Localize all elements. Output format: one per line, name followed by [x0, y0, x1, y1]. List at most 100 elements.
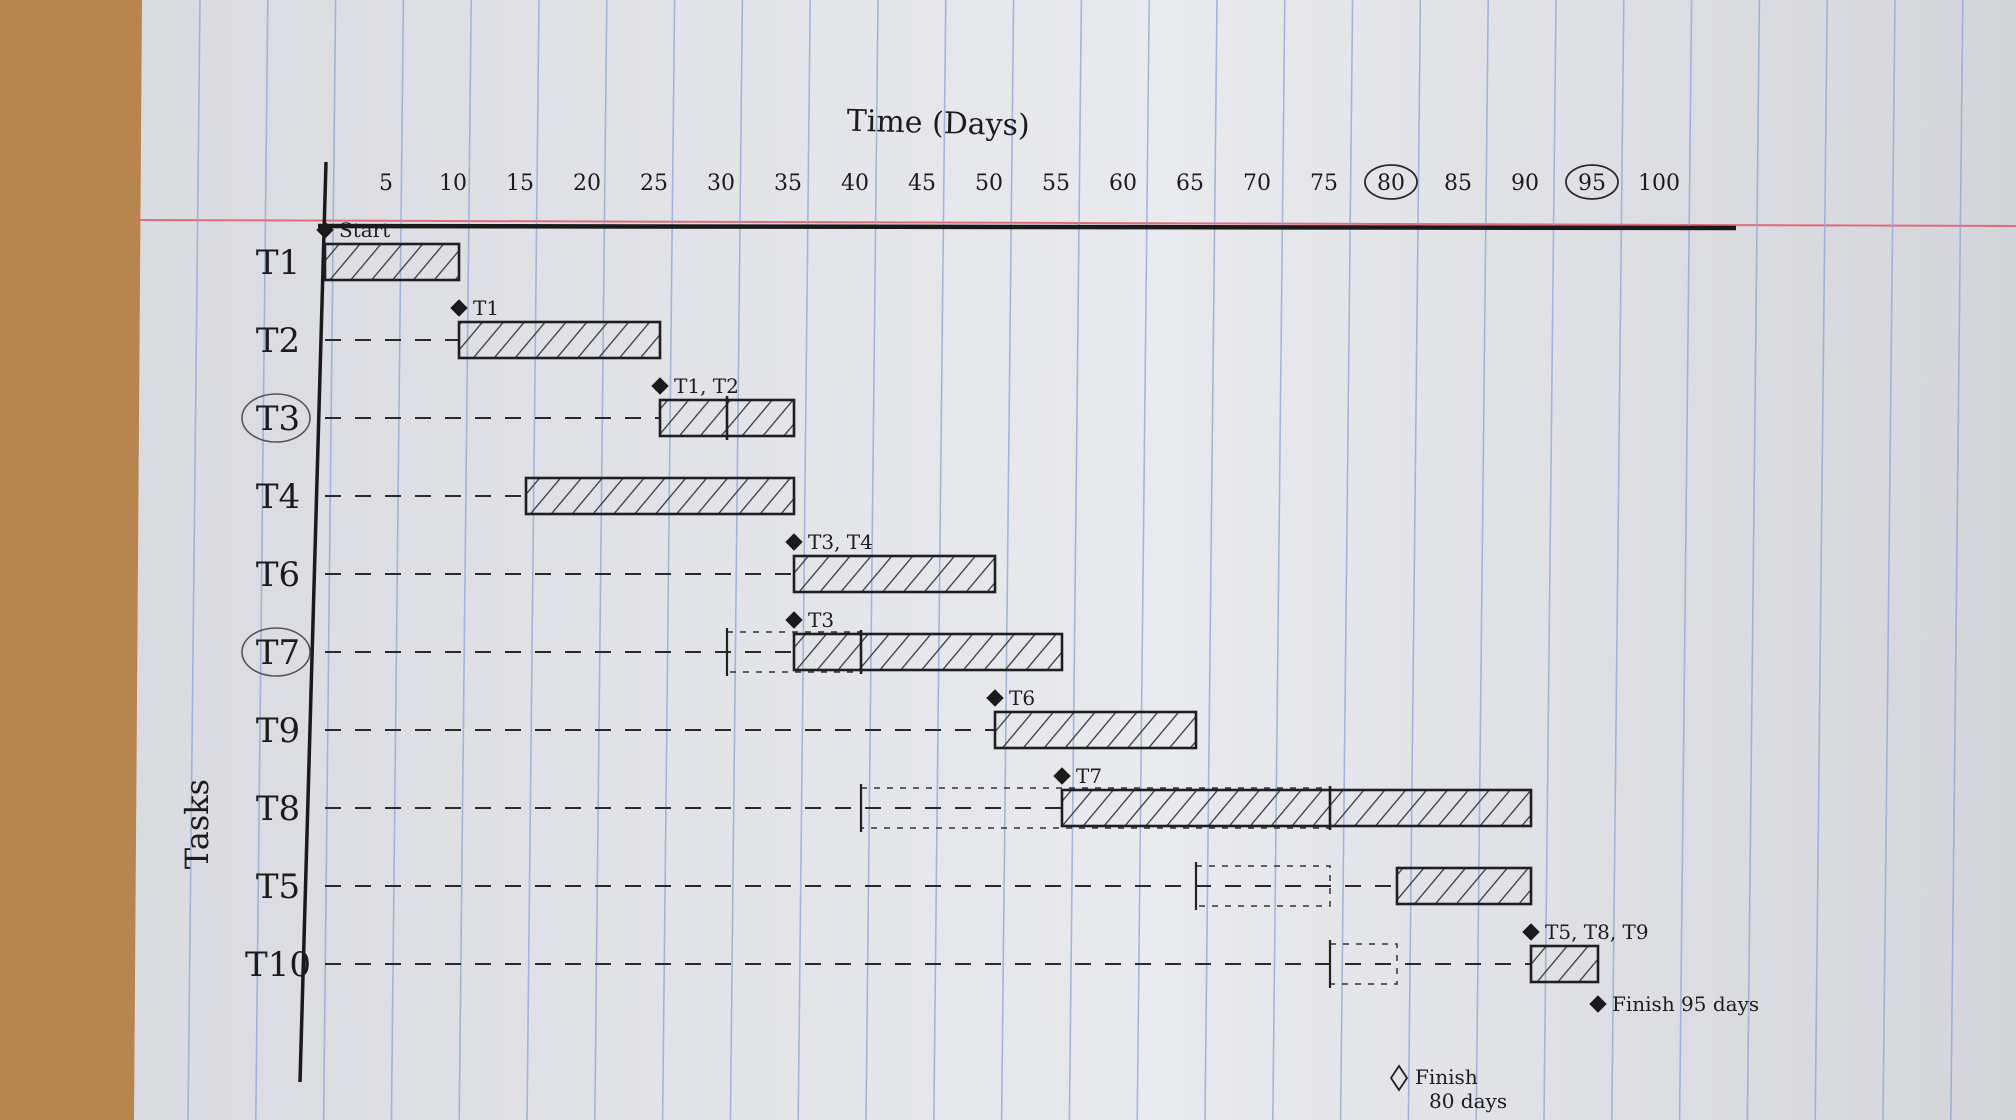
task-row: T2	[256, 320, 662, 361]
milestone-label: T6	[1009, 686, 1035, 710]
task-row: T1	[256, 242, 461, 283]
milestone-marker	[651, 377, 669, 395]
task-bar	[1060, 788, 1533, 828]
x-tick-label: 85	[1444, 171, 1472, 196]
task-label: T6	[256, 555, 300, 595]
task-slack-box	[860, 787, 1331, 829]
task-bar	[792, 554, 997, 594]
ruled-line	[1339, 0, 1354, 1120]
task-label: T10	[245, 945, 311, 985]
task-row: T7	[241, 627, 1064, 677]
ruled-line	[526, 0, 540, 1120]
x-tick-label: 95	[1578, 171, 1606, 196]
task-bar	[524, 476, 796, 516]
x-tick-label: 15	[506, 171, 534, 196]
milestone-marker	[785, 533, 803, 551]
ruled-line	[1678, 0, 1693, 1120]
task-label-circle	[241, 393, 311, 443]
y-axis-line	[298, 161, 328, 1083]
milestone-label: T1	[473, 296, 499, 320]
milestone-label: Start	[339, 218, 390, 242]
circled-tick-mark	[1364, 164, 1418, 200]
x-tick-label: 45	[908, 171, 936, 196]
circled-tick-mark	[1565, 164, 1619, 200]
ruled-line	[1882, 0, 1896, 1120]
task-label: T1	[256, 243, 300, 283]
ruled-line	[1068, 0, 1083, 1120]
ruled-line	[594, 0, 608, 1120]
milestone-marker	[986, 689, 1004, 707]
x-tick-label: 60	[1109, 171, 1137, 196]
x-tick-label: 100	[1638, 171, 1680, 196]
milestone-label: T3, T4	[808, 530, 873, 554]
milestone-marker	[450, 299, 468, 317]
task-label: T8	[256, 789, 300, 829]
task-bar	[457, 320, 662, 360]
ruled-line	[1611, 0, 1625, 1120]
note-label: Finish	[1415, 1065, 1478, 1089]
task-row: T10	[245, 940, 1600, 988]
x-tick-label: 75	[1310, 171, 1338, 196]
ruled-line	[1136, 0, 1150, 1120]
task-label: T5	[256, 867, 300, 907]
milestone-marker	[1053, 767, 1071, 785]
ruled-line	[255, 0, 269, 1120]
task-bar	[1395, 866, 1533, 906]
task-row: T5	[256, 862, 1533, 910]
x-tick-label: 70	[1243, 171, 1271, 196]
x-tick-label: 80	[1377, 171, 1405, 196]
x-tick-labels: 5 10 15 20 25 30 35 40 45 50 55 60 65 70 75 80 85 90 95 100	[379, 164, 1680, 200]
milestone-label: T1, T2	[674, 374, 739, 398]
task-row: T9	[256, 710, 1198, 751]
paper-ruled-lines	[187, 0, 1964, 1120]
ruled-line	[322, 0, 337, 1120]
task-label: T4	[256, 477, 300, 517]
x-tick-label: 50	[975, 171, 1003, 196]
milestone-label: Finish 95 days	[1612, 992, 1759, 1016]
task-row: T6	[256, 554, 997, 595]
ruled-line	[1272, 0, 1286, 1120]
milestone-marker	[1589, 995, 1607, 1013]
note-label-line-2: 80 days	[1429, 1089, 1507, 1113]
ruled-line	[729, 0, 744, 1120]
x-tick-label: 25	[640, 171, 668, 196]
note-marker	[1389, 1064, 1409, 1092]
milestone-marker	[316, 221, 334, 239]
task-bar	[792, 632, 1064, 672]
task-label: T9	[256, 711, 300, 751]
task-row: T3	[241, 393, 796, 443]
task-row: T8	[256, 784, 1533, 832]
task-row: T4	[256, 476, 796, 517]
chart-title: Time (Days)	[846, 104, 1030, 144]
x-axis-line	[317, 223, 1737, 231]
x-tick-label: 65	[1176, 171, 1204, 196]
x-tick-label: 5	[379, 171, 393, 196]
ruled-line	[187, 0, 201, 1120]
ruled-line	[1746, 0, 1761, 1120]
x-tick-label: 55	[1042, 171, 1070, 196]
x-tick-label: 30	[707, 171, 735, 196]
milestone-marker	[785, 611, 803, 629]
task-bar	[993, 710, 1198, 750]
x-tick-label: 35	[774, 171, 802, 196]
ruled-line	[1204, 0, 1218, 1120]
ruled-line	[661, 0, 676, 1120]
task-bar	[1529, 944, 1600, 984]
milestone-label: T5, T8, T9	[1545, 920, 1649, 944]
x-tick-label: 20	[573, 171, 601, 196]
ruled-line	[1000, 0, 1015, 1120]
y-axis-label: Tasks	[178, 779, 216, 869]
task-bar	[323, 242, 461, 282]
ruled-line	[1407, 0, 1422, 1120]
x-tick-label: 10	[439, 171, 467, 196]
milestone-marker	[1522, 923, 1540, 941]
ruled-line	[390, 0, 405, 1120]
x-tick-label: 40	[841, 171, 869, 196]
x-tick-label: 90	[1511, 171, 1539, 196]
task-label: T7	[256, 633, 300, 673]
task-label: T3	[256, 399, 300, 439]
